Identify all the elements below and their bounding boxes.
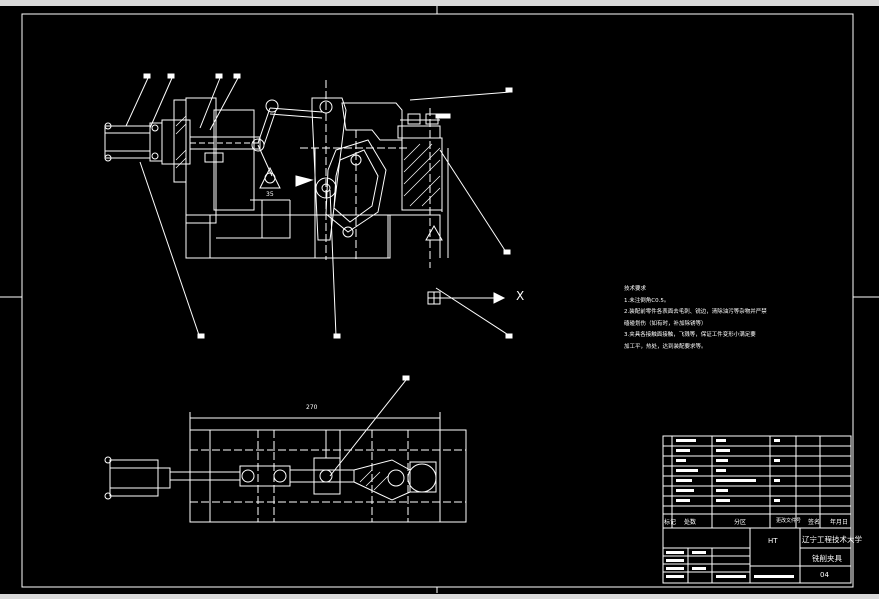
title-university: 辽宁工程技术大学 — [802, 535, 862, 544]
window-title-strip — [0, 0, 879, 6]
title-drawing-name: 铣削夹具 — [812, 554, 842, 563]
title-col-count: 处数 — [684, 519, 697, 526]
tech-req-line-3: 磕碰划伤（如有时，补加除锈等） — [624, 320, 707, 327]
tech-req-line-2: 2.装配前零件各表面去毛刺、锐边，清除油污等杂物并严禁 — [624, 309, 767, 315]
front-view — [104, 73, 513, 339]
technical-requirements: 技术要求 1.未注倒角C0.5。 2.装配前零件各表面去毛刺、锐边，清除油污等杂… — [624, 284, 767, 353]
top-view — [104, 375, 467, 523]
title-col-sign: 签名 — [808, 519, 821, 526]
dimension-small-label: 35 — [266, 191, 274, 198]
title-block — [662, 435, 852, 584]
title-sheet-no: 04 — [820, 571, 829, 579]
tech-req-line-5: 加工平，热处，达到装配要求等。 — [624, 343, 707, 350]
title-col-mark: 标记 — [664, 519, 677, 526]
title-col-change-doc: 更改文件号 — [776, 518, 802, 524]
tech-req-title: 技术要求 — [624, 286, 647, 292]
title-scale-label: HT — [768, 537, 778, 545]
dimension-width-label: 270 — [306, 404, 318, 411]
status-strip — [0, 594, 879, 599]
title-col-zone: 分区 — [734, 519, 747, 526]
tech-req-line-1: 1.未注倒角C0.5。 — [624, 297, 670, 304]
tech-req-line-4: 3.夹具各接触面接触，飞溅等，保证工件变形小满足要 — [624, 332, 756, 338]
title-col-date: 年月日 — [830, 519, 849, 526]
axis-x-mark: X — [516, 289, 525, 303]
